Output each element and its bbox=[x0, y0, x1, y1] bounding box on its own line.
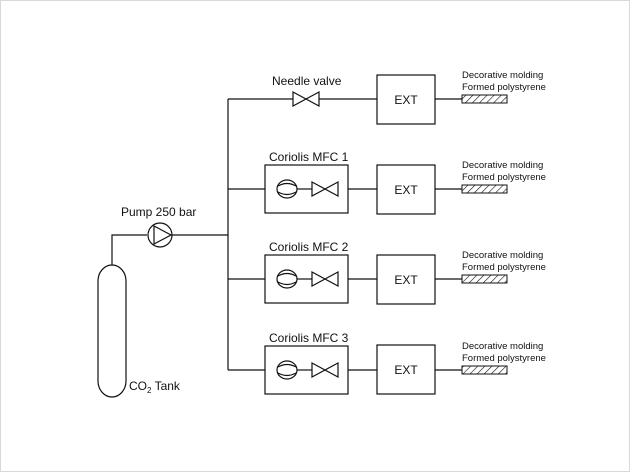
flowmeter-icon bbox=[276, 179, 298, 199]
pump-label: Pump 250 bar bbox=[121, 205, 196, 219]
target-label-line1: Decorative molding bbox=[462, 160, 543, 171]
needle-valve-icon bbox=[292, 90, 320, 108]
tank-outlet-pipe bbox=[111, 234, 147, 265]
branch-needle-valve: Needle valve EXT Decorative molding Form… bbox=[228, 70, 546, 125]
mold-part bbox=[461, 274, 508, 284]
flowmeter-icon bbox=[276, 360, 298, 380]
target-label-line2: Formed polystyrene bbox=[462, 172, 546, 183]
mold-part bbox=[461, 94, 508, 104]
mold-part bbox=[461, 365, 508, 375]
target-label-line1: Decorative molding bbox=[462, 250, 543, 261]
target-label-line2: Formed polystyrene bbox=[462, 353, 546, 364]
control-valve-icon bbox=[311, 270, 339, 288]
target-label-line2: Formed polystyrene bbox=[462, 262, 546, 273]
mfc-label: Coriolis MFC 3 bbox=[269, 331, 349, 345]
flowmeter-icon bbox=[276, 269, 298, 289]
extruder-label: EXT bbox=[394, 93, 418, 107]
extruder-box bbox=[376, 164, 436, 215]
control-valve-icon bbox=[311, 361, 339, 379]
pump-icon bbox=[147, 222, 173, 248]
target-label-line1: Decorative molding bbox=[462, 70, 543, 81]
extruder-label: EXT bbox=[394, 183, 418, 197]
target-label-line2: Formed polystyrene bbox=[462, 82, 546, 93]
co2-tank-label: CO2 Tank bbox=[129, 379, 181, 395]
branch-coriolis-mfc-3: Coriolis MFC 3 EXT Decorative molding Fo… bbox=[228, 331, 546, 395]
branch-coriolis-mfc-2: Coriolis MFC 2 EXT Decorative molding Fo… bbox=[228, 240, 546, 305]
extruder-label: EXT bbox=[394, 273, 418, 287]
extruder-box bbox=[376, 74, 436, 125]
co2-tank bbox=[97, 264, 127, 398]
mold-part bbox=[461, 184, 508, 194]
extruder-label: EXT bbox=[394, 363, 418, 377]
control-valve-icon bbox=[311, 180, 339, 198]
branch-coriolis-mfc-1: Coriolis MFC 1 EXT Decorative molding Fo… bbox=[228, 150, 546, 215]
target-label-line1: Decorative molding bbox=[462, 341, 543, 352]
mfc-label: Coriolis MFC 1 bbox=[269, 150, 349, 164]
needle-valve-label: Needle valve bbox=[272, 74, 342, 88]
mfc-label: Coriolis MFC 2 bbox=[269, 240, 349, 254]
